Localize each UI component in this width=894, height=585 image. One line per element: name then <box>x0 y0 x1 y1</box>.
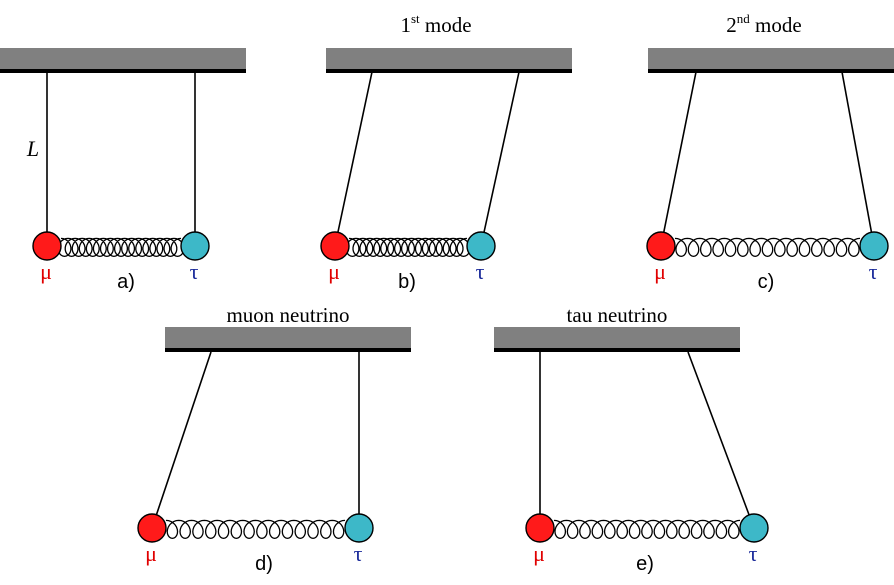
mu-ball <box>137 513 167 543</box>
ceiling-bar <box>494 327 740 349</box>
panel-caption: c) <box>758 271 775 293</box>
panel-b: μ τ b) 1st mode <box>320 11 572 293</box>
panel-caption: e) <box>636 553 654 575</box>
mu-string <box>660 71 697 247</box>
mu-ball <box>320 231 350 261</box>
tau-label: τ <box>869 259 878 284</box>
ceiling-bar <box>326 48 572 70</box>
mu-label: μ <box>40 259 52 284</box>
mu-label: μ <box>533 541 545 566</box>
tau-ball <box>739 513 769 543</box>
ceiling-bar <box>0 48 246 70</box>
mu-ball <box>646 231 676 261</box>
length-label: L <box>26 136 39 161</box>
mu-label: μ <box>328 259 340 284</box>
ceiling-bar <box>648 48 894 70</box>
tau-ball <box>466 231 496 261</box>
spring <box>165 519 346 540</box>
panel-e: μ τ e) tau neutrino <box>494 303 769 575</box>
mu-ball <box>32 231 62 261</box>
mu-label: μ <box>145 541 157 566</box>
ceiling-bar <box>165 327 411 349</box>
mu-label: μ <box>654 259 666 284</box>
mu-string <box>334 71 373 247</box>
panel-caption: a) <box>117 271 135 293</box>
spring <box>553 519 741 540</box>
ceiling-edge <box>494 348 740 352</box>
panel-caption: b) <box>398 271 416 293</box>
panel-title: 2nd mode <box>726 11 801 37</box>
spring <box>345 237 471 258</box>
panel-d: μ τ d) muon neutrino <box>137 303 411 575</box>
panel-title: tau neutrino <box>567 303 668 327</box>
panel-c: μ τ c) 2nd mode <box>646 11 894 293</box>
tau-label: τ <box>190 259 199 284</box>
tau-string <box>480 71 520 247</box>
tau-string <box>687 351 755 529</box>
spring <box>57 237 185 258</box>
mu-ball <box>525 513 555 543</box>
mu-string <box>151 351 212 529</box>
tau-ball <box>859 231 889 261</box>
panel-title: muon neutrino <box>226 303 349 327</box>
tau-ball <box>344 513 374 543</box>
tau-string <box>841 71 875 247</box>
panel-title: 1st mode <box>400 11 471 37</box>
ceiling-edge <box>165 348 411 352</box>
tau-label: τ <box>476 259 485 284</box>
ceiling-edge <box>648 69 894 73</box>
tau-label: τ <box>749 541 758 566</box>
panel-a: μ τ a) L <box>0 48 246 293</box>
ceiling-edge <box>0 69 246 73</box>
ceiling-edge <box>326 69 572 73</box>
spring <box>674 237 861 258</box>
tau-label: τ <box>354 541 363 566</box>
tau-ball <box>180 231 210 261</box>
panel-caption: d) <box>255 553 273 575</box>
